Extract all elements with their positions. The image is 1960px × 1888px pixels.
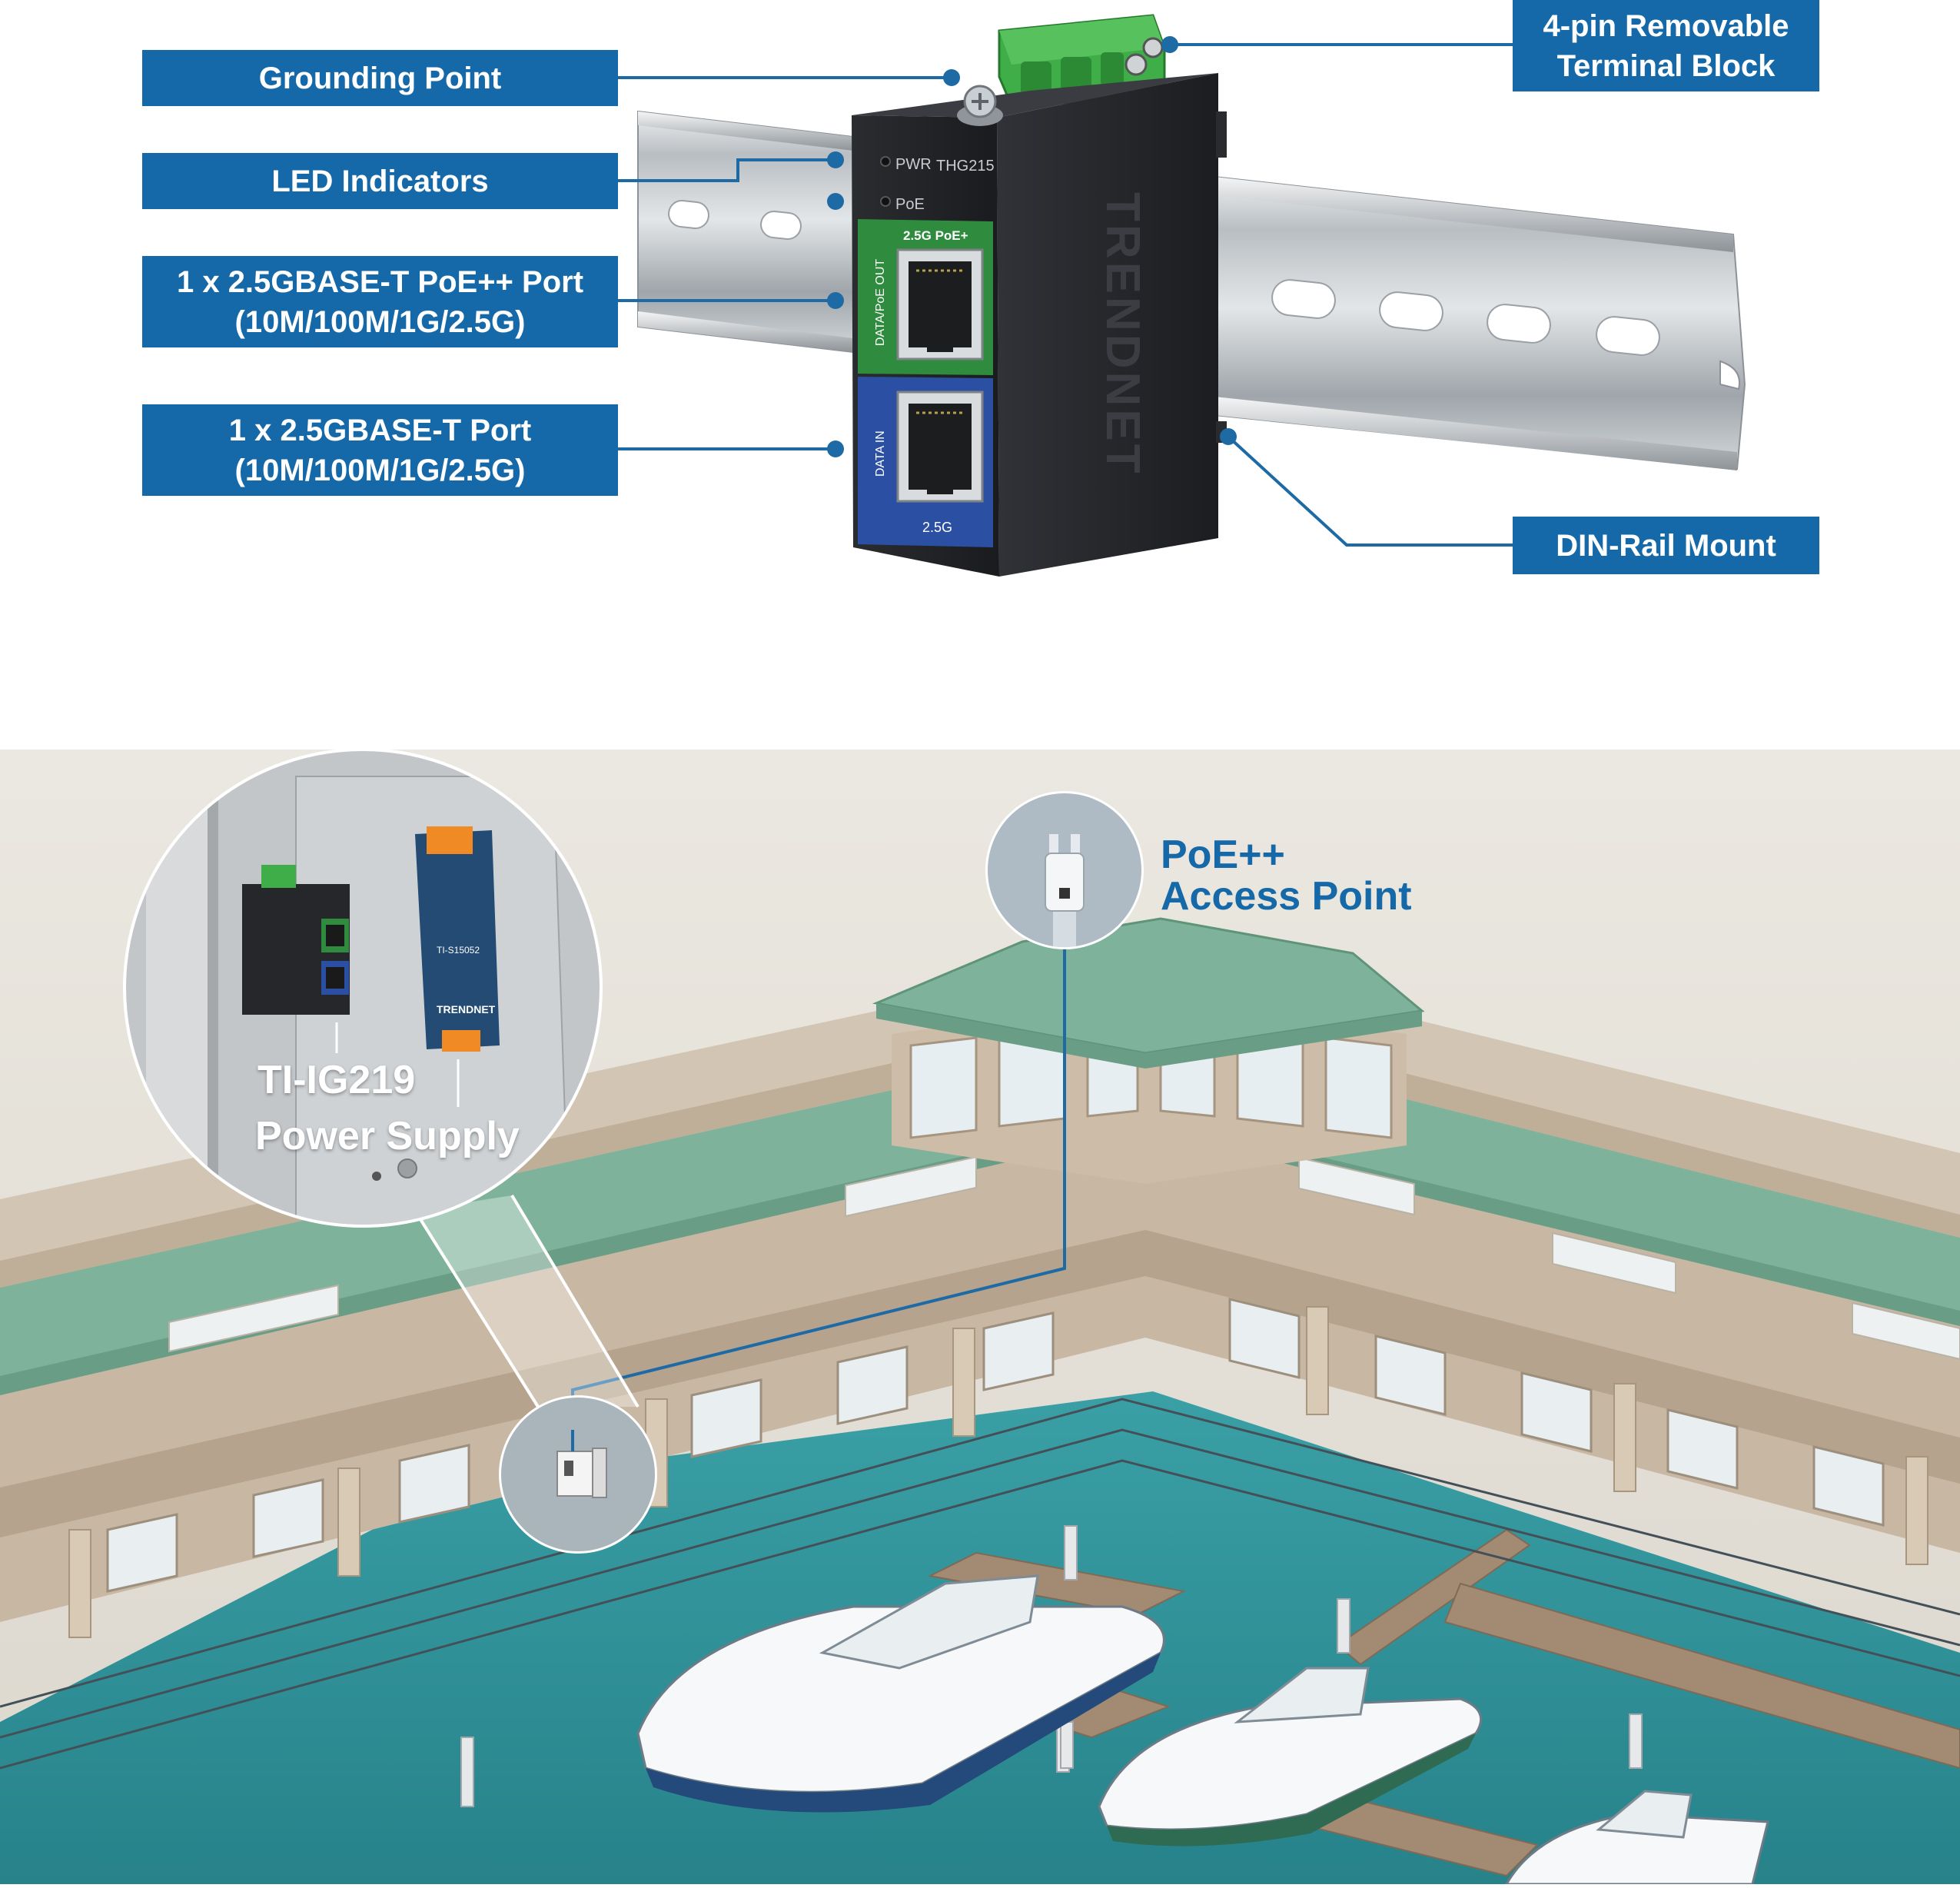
- access-point-line2: Access Point: [1161, 874, 1412, 919]
- callout-poe-port: 1 x 2.5GBASE-T PoE++ Port (10M/100M/1G/2…: [142, 256, 618, 347]
- boat-medium: [1098, 1667, 1483, 1846]
- led-pwr-dot: [880, 156, 891, 167]
- ap-zoom-circle: [985, 791, 1144, 949]
- callout-data-port-line1: 1 x 2.5GBASE-T Port: [228, 413, 532, 447]
- roof-parapet: [0, 953, 1960, 1288]
- callout-grounding-point: Grounding Point: [142, 50, 618, 106]
- led-pwr-label: PWR: [895, 156, 932, 173]
- callout-terminal-block: 4-pin Removable Terminal Block: [1513, 0, 1819, 91]
- led-poe-dot: [880, 196, 891, 207]
- enclosure-zoom-circle: [414, 1194, 657, 1554]
- building-lower: [0, 1107, 1960, 1622]
- poe-out-header: 2.5G PoE+: [903, 228, 968, 243]
- callout-terminal-line1: 4-pin Removable: [1543, 8, 1789, 43]
- green-eave: [0, 1030, 1960, 1395]
- boat-large: [636, 1574, 1165, 1813]
- data-in-side-label: DATA IN: [874, 430, 887, 477]
- callout-data-port: 1 x 2.5GBASE-T Port (10M/100M/1G/2.5G): [142, 404, 618, 496]
- poe-injector-device: PWR THG215 PoE TRENDNET 2.5G PoE+ DATA/P…: [852, 73, 1227, 577]
- access-point-label: PoE++ Access Point: [1161, 834, 1412, 917]
- brand-logo: TRENDNET: [1096, 192, 1149, 477]
- callout-din-text: DIN-Rail Mount: [1556, 528, 1776, 563]
- parapet-panels: [168, 1155, 1960, 1361]
- din-rail: [637, 110, 1746, 470]
- callout-terminal-line2: Terminal Block: [1556, 48, 1776, 83]
- grounding-screw: [957, 85, 1003, 126]
- poe-out-side-label: DATA/PoE OUT: [874, 259, 887, 346]
- data-in-port-panel: DATA IN 2.5G: [858, 377, 993, 547]
- lower-windows-left: [106, 1311, 1055, 1593]
- led-poe-label: PoE: [895, 196, 925, 213]
- railing: [0, 1398, 1960, 1770]
- callout-din-rail-mount: DIN-Rail Mount: [1513, 517, 1819, 574]
- callout-grounding-text: Grounding Point: [258, 61, 502, 95]
- callout-connectors: [618, 43, 1513, 547]
- callout-poe-port-line2: (10M/100M/1G/2.5G): [234, 304, 526, 339]
- din-connector: [1227, 435, 1513, 547]
- poe-out-port-panel: 2.5G PoE+ DATA/PoE OUT: [858, 219, 993, 375]
- zoom-power-label: Power Supply: [255, 1114, 520, 1158]
- zoom-device-label: TI-IG219: [257, 1058, 416, 1102]
- led-connector: [618, 158, 835, 182]
- central-pavilion: [872, 917, 1425, 1184]
- cabinet-zoom-circle: TI-S15052 TRENDNET: [123, 748, 603, 1228]
- access-point-line1: PoE++: [1161, 833, 1285, 877]
- callout-led-text: LED Indicators: [271, 164, 489, 198]
- boat-small: [1504, 1790, 1769, 1886]
- callout-dots: [827, 36, 1237, 457]
- model-label: THG215: [936, 158, 995, 175]
- product-photo: PWR THG215 PoE TRENDNET 2.5G PoE+ DATA/P…: [637, 14, 1746, 577]
- columns: [68, 1306, 1928, 1638]
- lower-windows-right: [1228, 1298, 1885, 1527]
- marina-scene: TI-S15052 TRENDNET: [0, 748, 1960, 1886]
- callout-data-port-line2: (10M/100M/1G/2.5G): [234, 453, 526, 487]
- callout-poe-port-line1: 1 x 2.5GBASE-T PoE++ Port: [176, 264, 584, 299]
- callout-led-indicators: LED Indicators: [142, 153, 618, 209]
- data-in-footer: 2.5G: [922, 520, 952, 535]
- zoom-psu-model: TI-S15052: [437, 945, 480, 956]
- zoom-brand: TRENDNET: [437, 1003, 496, 1015]
